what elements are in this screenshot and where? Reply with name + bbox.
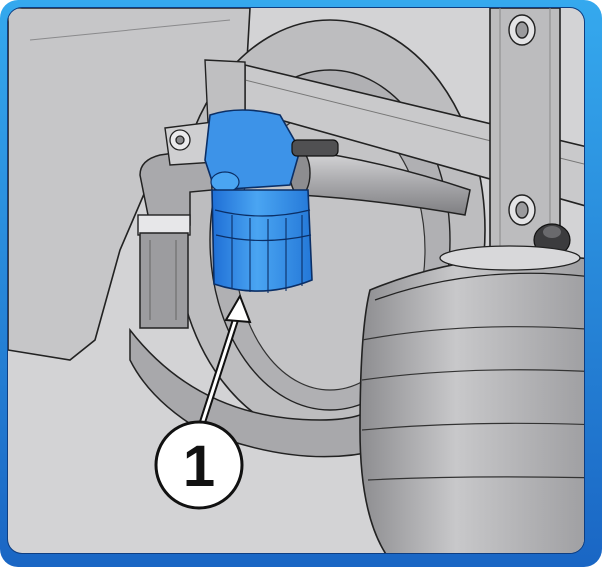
callout-label: 1 — [183, 434, 215, 499]
filter-head — [204, 109, 301, 191]
callout-circle — [154, 420, 244, 510]
callout-arrowhead — [224, 293, 252, 324]
machine-drawing — [8, 8, 584, 553]
